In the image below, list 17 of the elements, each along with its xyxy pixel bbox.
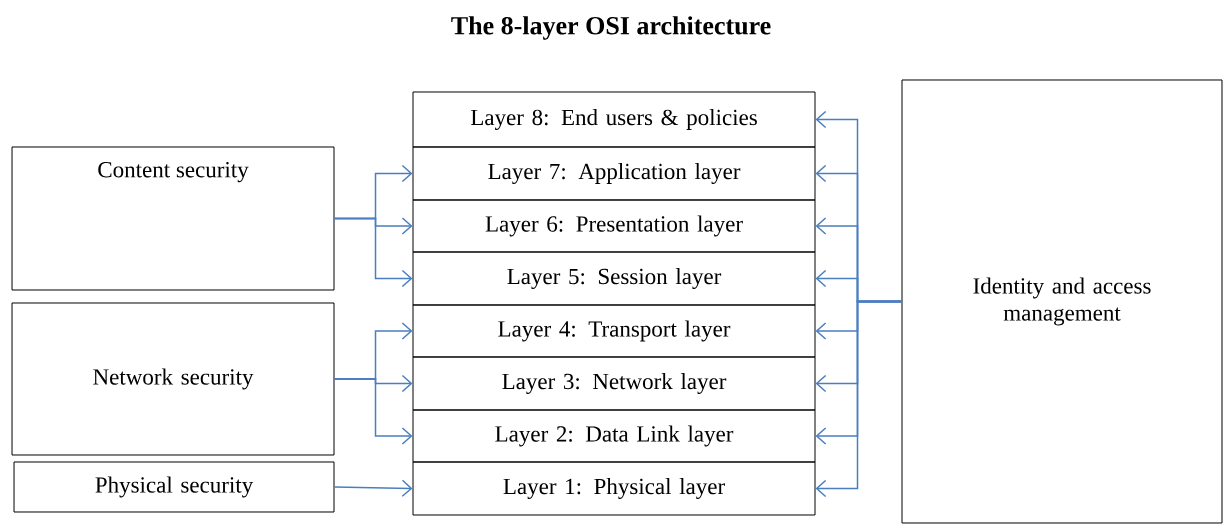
title: The 8-layer OSI architecture xyxy=(451,16,771,40)
layer-box: Layer 5: Session layer xyxy=(412,251,816,306)
layer-box: Layer 1: Physical layer xyxy=(412,461,816,516)
layer-box: Layer 4: Transport layer xyxy=(412,304,816,358)
layer-box: Layer 2: Data Link layer xyxy=(412,409,816,463)
arrow xyxy=(333,378,413,445)
security-box: Network security xyxy=(11,302,335,456)
arrow xyxy=(815,300,903,498)
security-box: Physical security xyxy=(13,461,335,513)
security-box: Content security xyxy=(11,146,335,291)
layer-box: Layer 6: Presentation layer xyxy=(412,199,816,253)
layer-box: Layer 3: Network layer xyxy=(412,356,816,411)
arrow xyxy=(333,479,413,498)
management-box: Identity and access management xyxy=(901,79,1223,524)
arrow xyxy=(333,217,413,288)
layer-box: Layer 8: End users & policies xyxy=(412,91,816,148)
layer-box: Layer 7: Application layer xyxy=(412,146,816,201)
